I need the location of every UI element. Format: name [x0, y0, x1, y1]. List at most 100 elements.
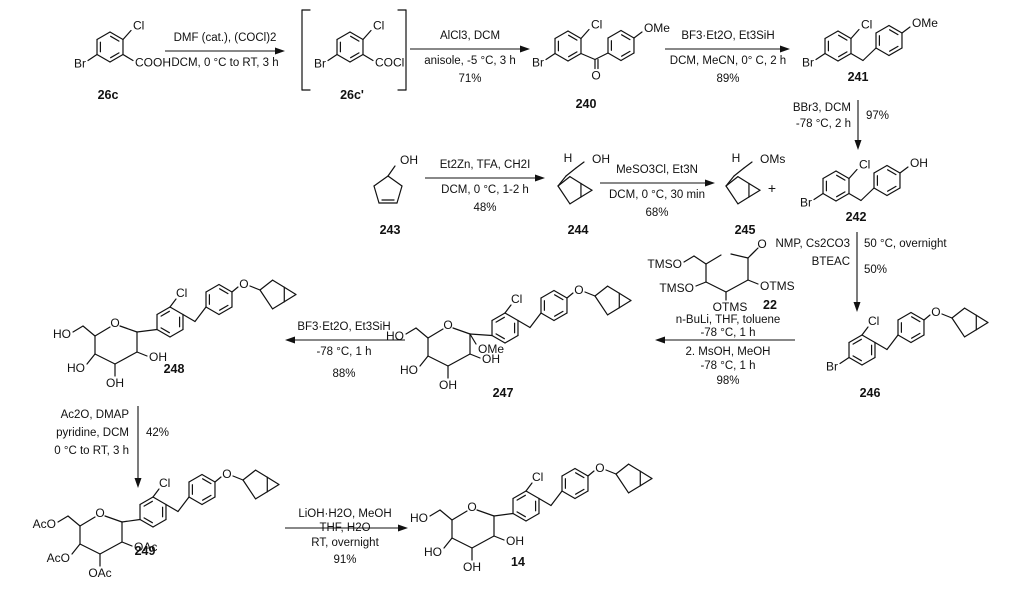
- methoxy-label: OMe: [912, 16, 938, 30]
- bond: [266, 483, 280, 493]
- bond: [553, 312, 568, 322]
- compound-number: 242: [846, 210, 867, 224]
- bond: [594, 295, 609, 316]
- bond: [205, 306, 220, 316]
- bond: [504, 304, 512, 314]
- bond: [469, 333, 493, 337]
- double-bond: [143, 517, 153, 524]
- bond: [850, 52, 864, 62]
- bond: [538, 497, 552, 507]
- hydroxyl-label: OH: [482, 352, 500, 366]
- compound-number: 26c: [98, 88, 119, 102]
- ether-oxygen: O: [595, 461, 604, 475]
- compound-number: 249: [135, 544, 156, 558]
- reaction-condition: 50%: [864, 264, 887, 276]
- bond: [271, 279, 285, 288]
- compound-243: OH: [373, 153, 418, 204]
- bond: [232, 475, 244, 481]
- bond: [99, 541, 123, 555]
- double-bond: [836, 191, 846, 198]
- bond: [67, 515, 81, 527]
- bond: [259, 289, 274, 310]
- reaction-condition: 2. MsOH, MeOH: [686, 346, 771, 358]
- double-bond: [889, 29, 899, 36]
- hydroxyl-label: OH: [400, 153, 418, 167]
- hydroxyl-label: OH: [592, 152, 610, 166]
- bond: [951, 307, 966, 319]
- bond: [443, 537, 453, 549]
- double-bond: [621, 50, 631, 57]
- bond: [504, 312, 519, 322]
- bond: [169, 298, 177, 308]
- bond: [839, 356, 850, 365]
- bond: [594, 285, 609, 297]
- reaction-condition: AlCl3, DCM: [440, 30, 500, 42]
- bond: [633, 31, 643, 39]
- hydroxyl-label: OH: [506, 534, 524, 548]
- ring-oxygen: O: [467, 500, 476, 514]
- double-bond: [568, 34, 578, 41]
- bond: [875, 47, 890, 57]
- reaction-condition: RT, overnight: [311, 537, 379, 549]
- bond: [873, 187, 888, 197]
- bond: [618, 299, 632, 309]
- bond: [283, 293, 297, 303]
- reaction-condition: 0 °C to RT, 3 h: [54, 445, 129, 457]
- bond: [419, 355, 429, 367]
- bond: [620, 52, 635, 62]
- double-bond: [495, 333, 505, 340]
- bond: [194, 306, 207, 323]
- bond: [540, 312, 555, 322]
- hydroxyl-label: HO: [400, 363, 418, 377]
- reaction-condition: NMP, Cs2CO3: [775, 238, 850, 250]
- bond: [963, 329, 977, 338]
- bond: [57, 515, 69, 523]
- bond: [848, 356, 863, 366]
- mesylate-label: OMs: [760, 152, 785, 166]
- arrow-step-1: [165, 47, 285, 55]
- bond: [540, 289, 555, 299]
- arrow-step-7: [853, 232, 861, 312]
- bond: [447, 353, 471, 367]
- bond: [627, 485, 641, 494]
- reaction-condition: Ac2O, DMAP: [61, 409, 130, 421]
- compound-number: 241: [848, 70, 869, 84]
- arrow-step-9: [285, 336, 405, 344]
- double-bond: [852, 338, 862, 345]
- bond: [373, 185, 380, 204]
- bond: [743, 161, 753, 169]
- bond: [910, 311, 925, 321]
- bond: [861, 356, 876, 366]
- bond: [975, 314, 989, 324]
- bond: [122, 53, 134, 62]
- bond: [336, 53, 351, 63]
- ring-oxygen: O: [95, 506, 104, 520]
- reaction-condition: DCM, 0 °C, 1-2 h: [441, 184, 529, 196]
- bond: [567, 30, 582, 40]
- bond: [897, 334, 912, 344]
- compound-number: 26c': [340, 88, 364, 102]
- bromo-label: Br: [802, 56, 814, 70]
- bond: [429, 509, 441, 517]
- bond: [886, 164, 901, 174]
- bond: [336, 31, 351, 41]
- compound-number: 247: [493, 386, 514, 400]
- bond: [427, 355, 449, 367]
- bond: [737, 176, 750, 185]
- bond: [587, 470, 595, 477]
- bond: [620, 29, 635, 39]
- bond: [822, 192, 837, 202]
- bond: [231, 286, 239, 293]
- bond: [545, 52, 556, 61]
- bond: [242, 479, 257, 500]
- bond: [874, 341, 888, 351]
- hydrogen-label: H: [732, 151, 741, 165]
- hydroxyl-label: OH: [149, 350, 167, 364]
- bond: [271, 301, 285, 310]
- bond: [618, 292, 632, 302]
